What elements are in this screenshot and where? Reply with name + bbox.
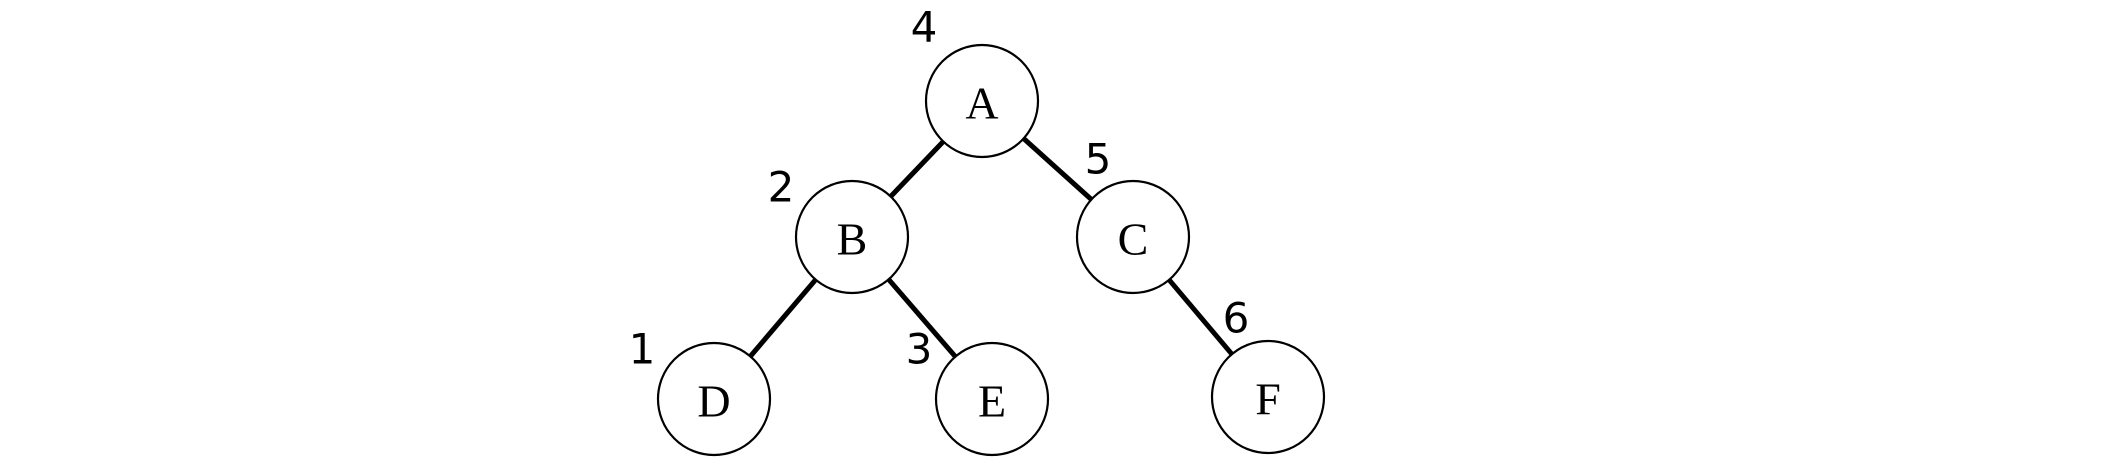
nodes-group: A B C D E F (656, 43, 1326, 457)
node-label-b: B (837, 214, 868, 265)
edge-a-b (888, 139, 946, 199)
node-b[interactable]: B (794, 179, 910, 295)
edge-a-c (1021, 136, 1094, 202)
node-label-a: A (965, 78, 998, 129)
node-circle-d[interactable] (656, 341, 772, 457)
node-f[interactable]: F (1210, 339, 1326, 455)
edges-group (748, 136, 1234, 359)
node-number-f: 6 (1223, 294, 1250, 343)
node-circle-c[interactable] (1075, 179, 1191, 295)
node-circle-e[interactable] (934, 341, 1050, 457)
node-e[interactable]: E (934, 341, 1050, 457)
node-a[interactable]: A (924, 43, 1040, 159)
edge-c-f (1167, 278, 1234, 356)
node-c[interactable]: C (1075, 179, 1191, 295)
node-label-c: C (1118, 214, 1149, 265)
node-number-e: 3 (906, 325, 933, 374)
node-circle-f[interactable] (1210, 339, 1326, 455)
node-number-c: 5 (1085, 135, 1112, 184)
node-number-d: 1 (629, 325, 656, 374)
node-circle-b[interactable] (794, 179, 910, 295)
node-d[interactable]: D (656, 341, 772, 457)
node-number-b: 2 (768, 163, 795, 212)
node-number-a: 4 (911, 3, 938, 52)
edge-b-e (886, 277, 958, 359)
node-numbers-group: 4 2 5 1 3 6 (629, 3, 1250, 374)
node-label-d: D (697, 376, 730, 427)
node-label-e: E (978, 376, 1006, 427)
node-circle-a[interactable] (924, 43, 1040, 159)
edge-b-d (748, 278, 818, 358)
node-label-f: F (1255, 374, 1281, 425)
